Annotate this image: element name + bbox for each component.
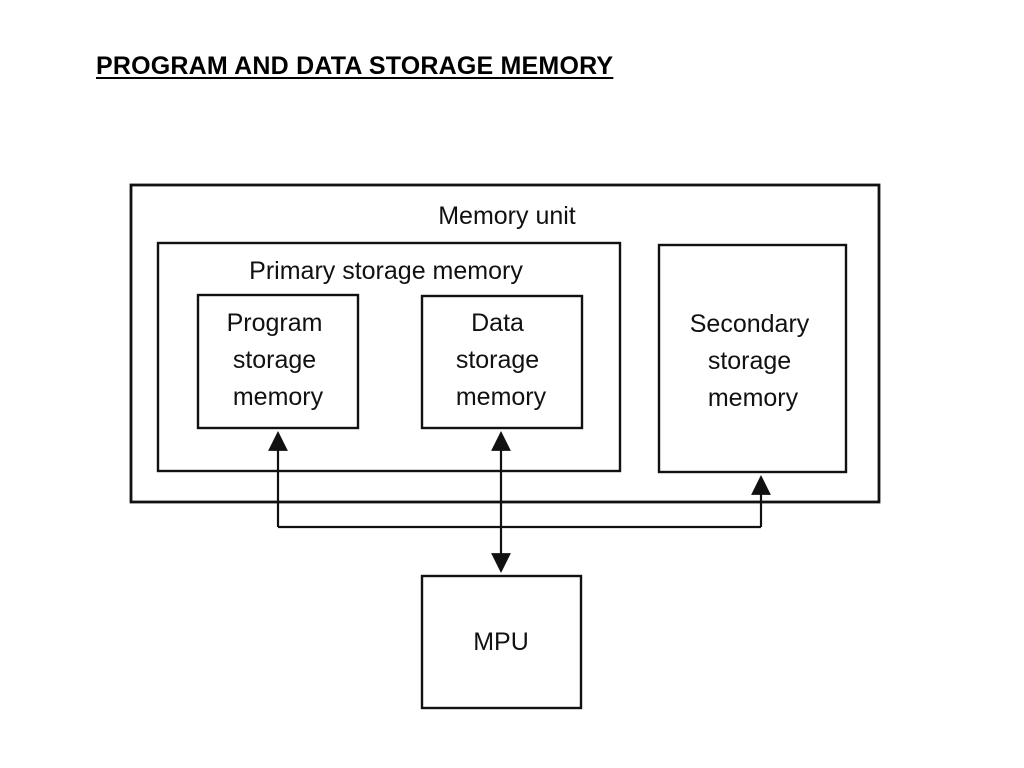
program-storage-line-2: storage <box>233 346 316 374</box>
program-storage-label: Program storage memory <box>227 309 330 411</box>
data-storage-frame <box>420 294 584 430</box>
primary-storage-box: Primary storage memory <box>156 241 622 473</box>
program-storage-line-3: memory <box>233 383 324 411</box>
data-storage-line-2: storage <box>456 346 539 374</box>
secondary-storage-box: Secondary storage memory <box>657 243 848 474</box>
secondary-storage-line-1: Secondary <box>690 310 810 338</box>
memory-unit-frame <box>129 183 881 504</box>
memory-unit-box: Memory unit <box>129 183 881 504</box>
slide-title: PROGRAM AND DATA STORAGE MEMORY <box>96 52 614 80</box>
program-storage-box: Program storage memory <box>196 293 360 430</box>
secondary-storage-line-3: memory <box>708 384 799 412</box>
data-storage-box: Data storage memory <box>420 294 584 430</box>
memory-unit-label: Memory unit <box>438 202 576 230</box>
primary-storage-label: Primary storage memory <box>249 257 523 285</box>
data-storage-line-3: memory <box>456 383 547 411</box>
secondary-storage-label: Secondary storage memory <box>690 310 816 412</box>
data-storage-line-1: Data <box>471 309 524 337</box>
secondary-storage-line-2: storage <box>708 347 791 375</box>
mpu-label: MPU <box>473 628 529 656</box>
mpu-frame <box>420 574 583 710</box>
data-storage-label: Data storage memory <box>456 309 547 411</box>
primary-storage-frame <box>156 241 622 473</box>
program-storage-line-1: Program <box>227 309 323 337</box>
secondary-storage-frame <box>657 243 848 474</box>
program-storage-frame <box>196 293 360 430</box>
mpu-box: MPU <box>420 574 583 710</box>
